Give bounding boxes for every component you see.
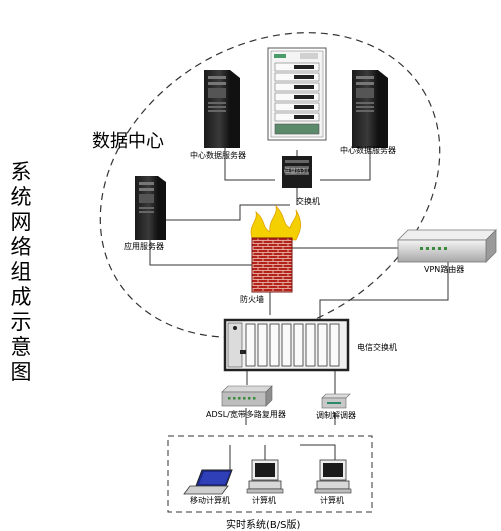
cabinet-label: 磁盘阵列: [284, 168, 309, 175]
title-char: 意: [10, 335, 32, 359]
realtime-system-boundary: [167, 435, 373, 513]
vpn-router-label: VPN路由器: [424, 265, 465, 274]
core-switch-label: 交换机: [296, 197, 320, 206]
data-center-label: 数据中心: [92, 131, 164, 152]
connection-lines: [149, 145, 449, 476]
app-server-label: 应用服务器: [124, 242, 164, 251]
pc1-icon: [246, 459, 284, 494]
title-char: 成: [10, 285, 32, 309]
server-left-label: 中心数据服务器: [190, 151, 246, 160]
adsl-mux-icon: [221, 385, 273, 407]
pc1-label: 计算机: [252, 496, 276, 505]
title-char: 络: [10, 235, 32, 259]
modem-icon: [321, 393, 351, 409]
title-char: 示: [10, 310, 32, 334]
diagram-title: 系 统 网 络 组 成 示 意 图: [8, 160, 34, 385]
title-char: 系: [10, 160, 32, 184]
server-left-icon: [204, 70, 240, 148]
vpn-router-icon: [397, 229, 497, 263]
pc2-label: 计算机: [320, 496, 344, 505]
title-char: 统: [10, 185, 32, 209]
telecom-switch-label: 电信交换机: [357, 343, 397, 352]
firewall-icon: [250, 204, 301, 293]
telecom-switch-icon: [223, 318, 350, 372]
adsl-mux-label: ADSL/宽带多路复用器: [206, 410, 286, 419]
disk-array-cabinet: [267, 47, 327, 141]
laptop-label: 移动计算机: [190, 496, 230, 505]
server-right-icon: [352, 70, 388, 148]
core-switch-icon: [282, 156, 312, 188]
data-center-boundary: [99, 32, 441, 338]
firewall-label: 防火墙: [240, 295, 264, 304]
title-char: 网: [10, 210, 32, 234]
server-right-label: 中心数据服务器: [340, 146, 396, 155]
title-char: 组: [10, 260, 32, 284]
realtime-system-label: 实时系统(B/S版): [226, 520, 301, 531]
laptop-icon: [183, 469, 233, 495]
pc2-icon: [314, 459, 352, 494]
title-char: 图: [10, 360, 32, 384]
modem-label: 调制解调器: [316, 411, 356, 420]
app-server-icon: [135, 176, 166, 240]
